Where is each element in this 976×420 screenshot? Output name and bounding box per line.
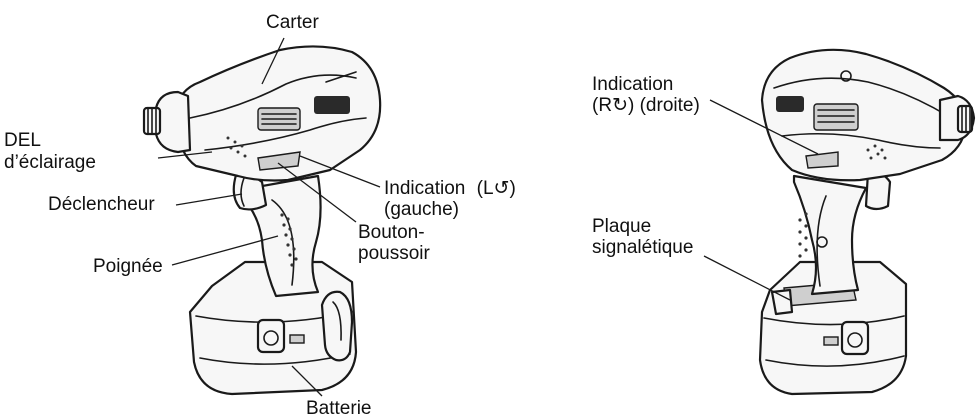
battery-indicator-right [824, 337, 838, 345]
rotation-right-icon: (R↻) [592, 95, 634, 116]
indication-gauche-symbol: L [483, 178, 494, 199]
battery-indicator-left [290, 335, 304, 343]
label-bouton-line1: Bouton- [358, 222, 425, 243]
indication-gauche-text: Indication [384, 178, 465, 199]
label-declencheur: Déclencheur [48, 194, 155, 215]
label-plaque-line1: Plaque [592, 216, 651, 237]
nose-left [156, 92, 190, 152]
label-carter: Carter [266, 12, 319, 33]
indication-droite-symbol: R [598, 95, 612, 116]
indication-droite-text: (droite) [640, 95, 700, 116]
label-del-line2: d’éclairage [4, 152, 96, 173]
leader-declencheur [176, 194, 242, 205]
drill-left [144, 46, 380, 394]
rotation-left-icon: (L↺) [477, 178, 516, 199]
label-indication-droite-line1: Indication [592, 74, 673, 95]
label-bouton-line2: poussoir [358, 243, 430, 264]
drill-right [760, 50, 974, 394]
battery-release-right [842, 322, 868, 354]
belt-clip-left [322, 292, 352, 361]
label-plaque-line2: signalétique [592, 237, 693, 258]
label-indication-gauche-line2: (gauche) [384, 199, 459, 220]
leader-plaque [704, 256, 790, 300]
label-del-line1: DEL [4, 130, 41, 151]
label-batterie: Batterie [306, 398, 371, 419]
label-poignee: Poignée [93, 256, 163, 277]
housing-right [762, 50, 966, 180]
battery-release-left [258, 320, 284, 352]
label-indication-droite-line2: (R↻) (droite) [592, 95, 700, 116]
label-indication-gauche-line1: Indication (L↺) [384, 178, 516, 199]
